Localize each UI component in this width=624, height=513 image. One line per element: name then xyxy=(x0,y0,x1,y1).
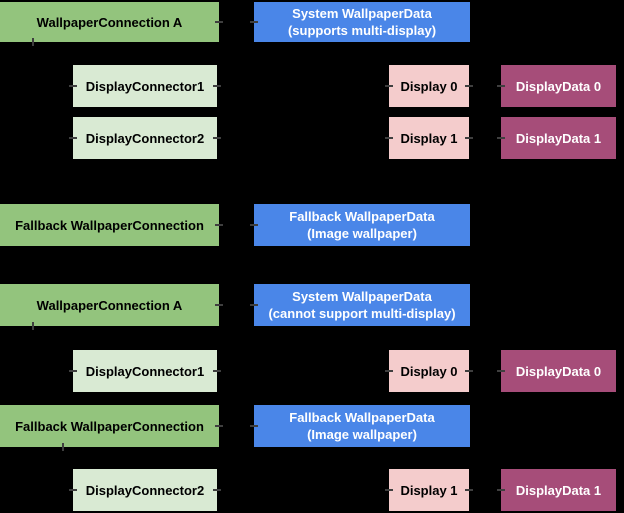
connector-edge-tick xyxy=(465,85,473,87)
connector-edge-tick xyxy=(250,304,258,306)
connector-line xyxy=(469,370,501,372)
connector-line xyxy=(33,370,73,372)
connector-line xyxy=(33,85,73,87)
box-display-0-b: Display 0 xyxy=(389,350,469,392)
connector-edge-tick xyxy=(32,38,34,46)
connector-edge-tick xyxy=(250,224,258,226)
connector-line xyxy=(219,224,254,226)
connector-edge-tick xyxy=(69,370,77,372)
connector-edge-tick xyxy=(62,443,64,451)
connector-line xyxy=(217,489,389,491)
connector-line xyxy=(219,304,254,306)
connector-line xyxy=(32,42,34,86)
box-system-wallpaper-data-multi: System WallpaperData (supports multi-dis… xyxy=(254,2,470,42)
box-wallpaper-connection-a-2: WallpaperConnection A xyxy=(0,284,219,326)
connector-edge-tick xyxy=(497,489,505,491)
box-display-connector-1-a: DisplayConnector1 xyxy=(73,65,217,107)
connector-edge-tick xyxy=(213,489,221,491)
box-display-data-0-b: DisplayData 0 xyxy=(501,350,616,392)
connector-line xyxy=(217,370,389,372)
connector-edge-tick xyxy=(497,85,505,87)
box-display-connector-2-b: DisplayConnector2 xyxy=(73,469,217,511)
box-display-data-1-a: DisplayData 1 xyxy=(501,117,616,159)
connector-edge-tick xyxy=(213,137,221,139)
connector-edge-tick xyxy=(69,137,77,139)
box-system-wallpaper-data-no-multi: System WallpaperData (cannot support mul… xyxy=(254,284,470,326)
box-fallback-wallpaper-connection-1: Fallback WallpaperConnection xyxy=(0,204,219,246)
connector-line xyxy=(469,85,501,87)
connector-edge-tick xyxy=(215,224,223,226)
connector-edge-tick xyxy=(69,489,77,491)
connector-edge-tick xyxy=(213,370,221,372)
box-display-0-a: Display 0 xyxy=(389,65,469,107)
connector-line xyxy=(219,425,254,427)
connector-edge-tick xyxy=(250,21,258,23)
box-display-connector-1-b: DisplayConnector1 xyxy=(73,350,217,392)
connector-edge-tick xyxy=(465,370,473,372)
connector-edge-tick xyxy=(385,85,393,87)
connector-edge-tick xyxy=(465,137,473,139)
connector-edge-tick xyxy=(385,489,393,491)
box-display-1-a: Display 1 xyxy=(389,117,469,159)
box-fallback-wallpaper-data-2: Fallback WallpaperData (Image wallpaper) xyxy=(254,405,470,447)
connector-edge-tick xyxy=(215,425,223,427)
connector-edge-tick xyxy=(215,304,223,306)
connector-line xyxy=(469,489,501,491)
box-display-data-1-b: DisplayData 1 xyxy=(501,469,616,511)
connector-line xyxy=(32,86,34,138)
box-display-data-0-a: DisplayData 0 xyxy=(501,65,616,107)
box-display-1-b: Display 1 xyxy=(389,469,469,511)
connector-edge-tick xyxy=(215,21,223,23)
connector-edge-tick xyxy=(465,489,473,491)
connector-edge-tick xyxy=(32,322,34,330)
connector-line xyxy=(62,447,64,490)
connector-line xyxy=(217,137,389,139)
box-fallback-wallpaper-connection-2: Fallback WallpaperConnection xyxy=(0,405,219,447)
connector-line xyxy=(63,489,73,491)
connector-line xyxy=(33,137,73,139)
connector-edge-tick xyxy=(497,370,505,372)
box-wallpaper-connection-a-1: WallpaperConnection A xyxy=(0,2,219,42)
connector-edge-tick xyxy=(250,425,258,427)
connector-edge-tick xyxy=(69,85,77,87)
connector-line xyxy=(219,21,254,23)
connector-edge-tick xyxy=(497,137,505,139)
box-display-connector-2-a: DisplayConnector2 xyxy=(73,117,217,159)
connector-edge-tick xyxy=(385,370,393,372)
box-fallback-wallpaper-data-1: Fallback WallpaperData (Image wallpaper) xyxy=(254,204,470,246)
connector-line xyxy=(32,326,34,371)
connector-edge-tick xyxy=(385,137,393,139)
connector-line xyxy=(469,137,501,139)
connector-edge-tick xyxy=(213,85,221,87)
connector-line xyxy=(217,85,389,87)
